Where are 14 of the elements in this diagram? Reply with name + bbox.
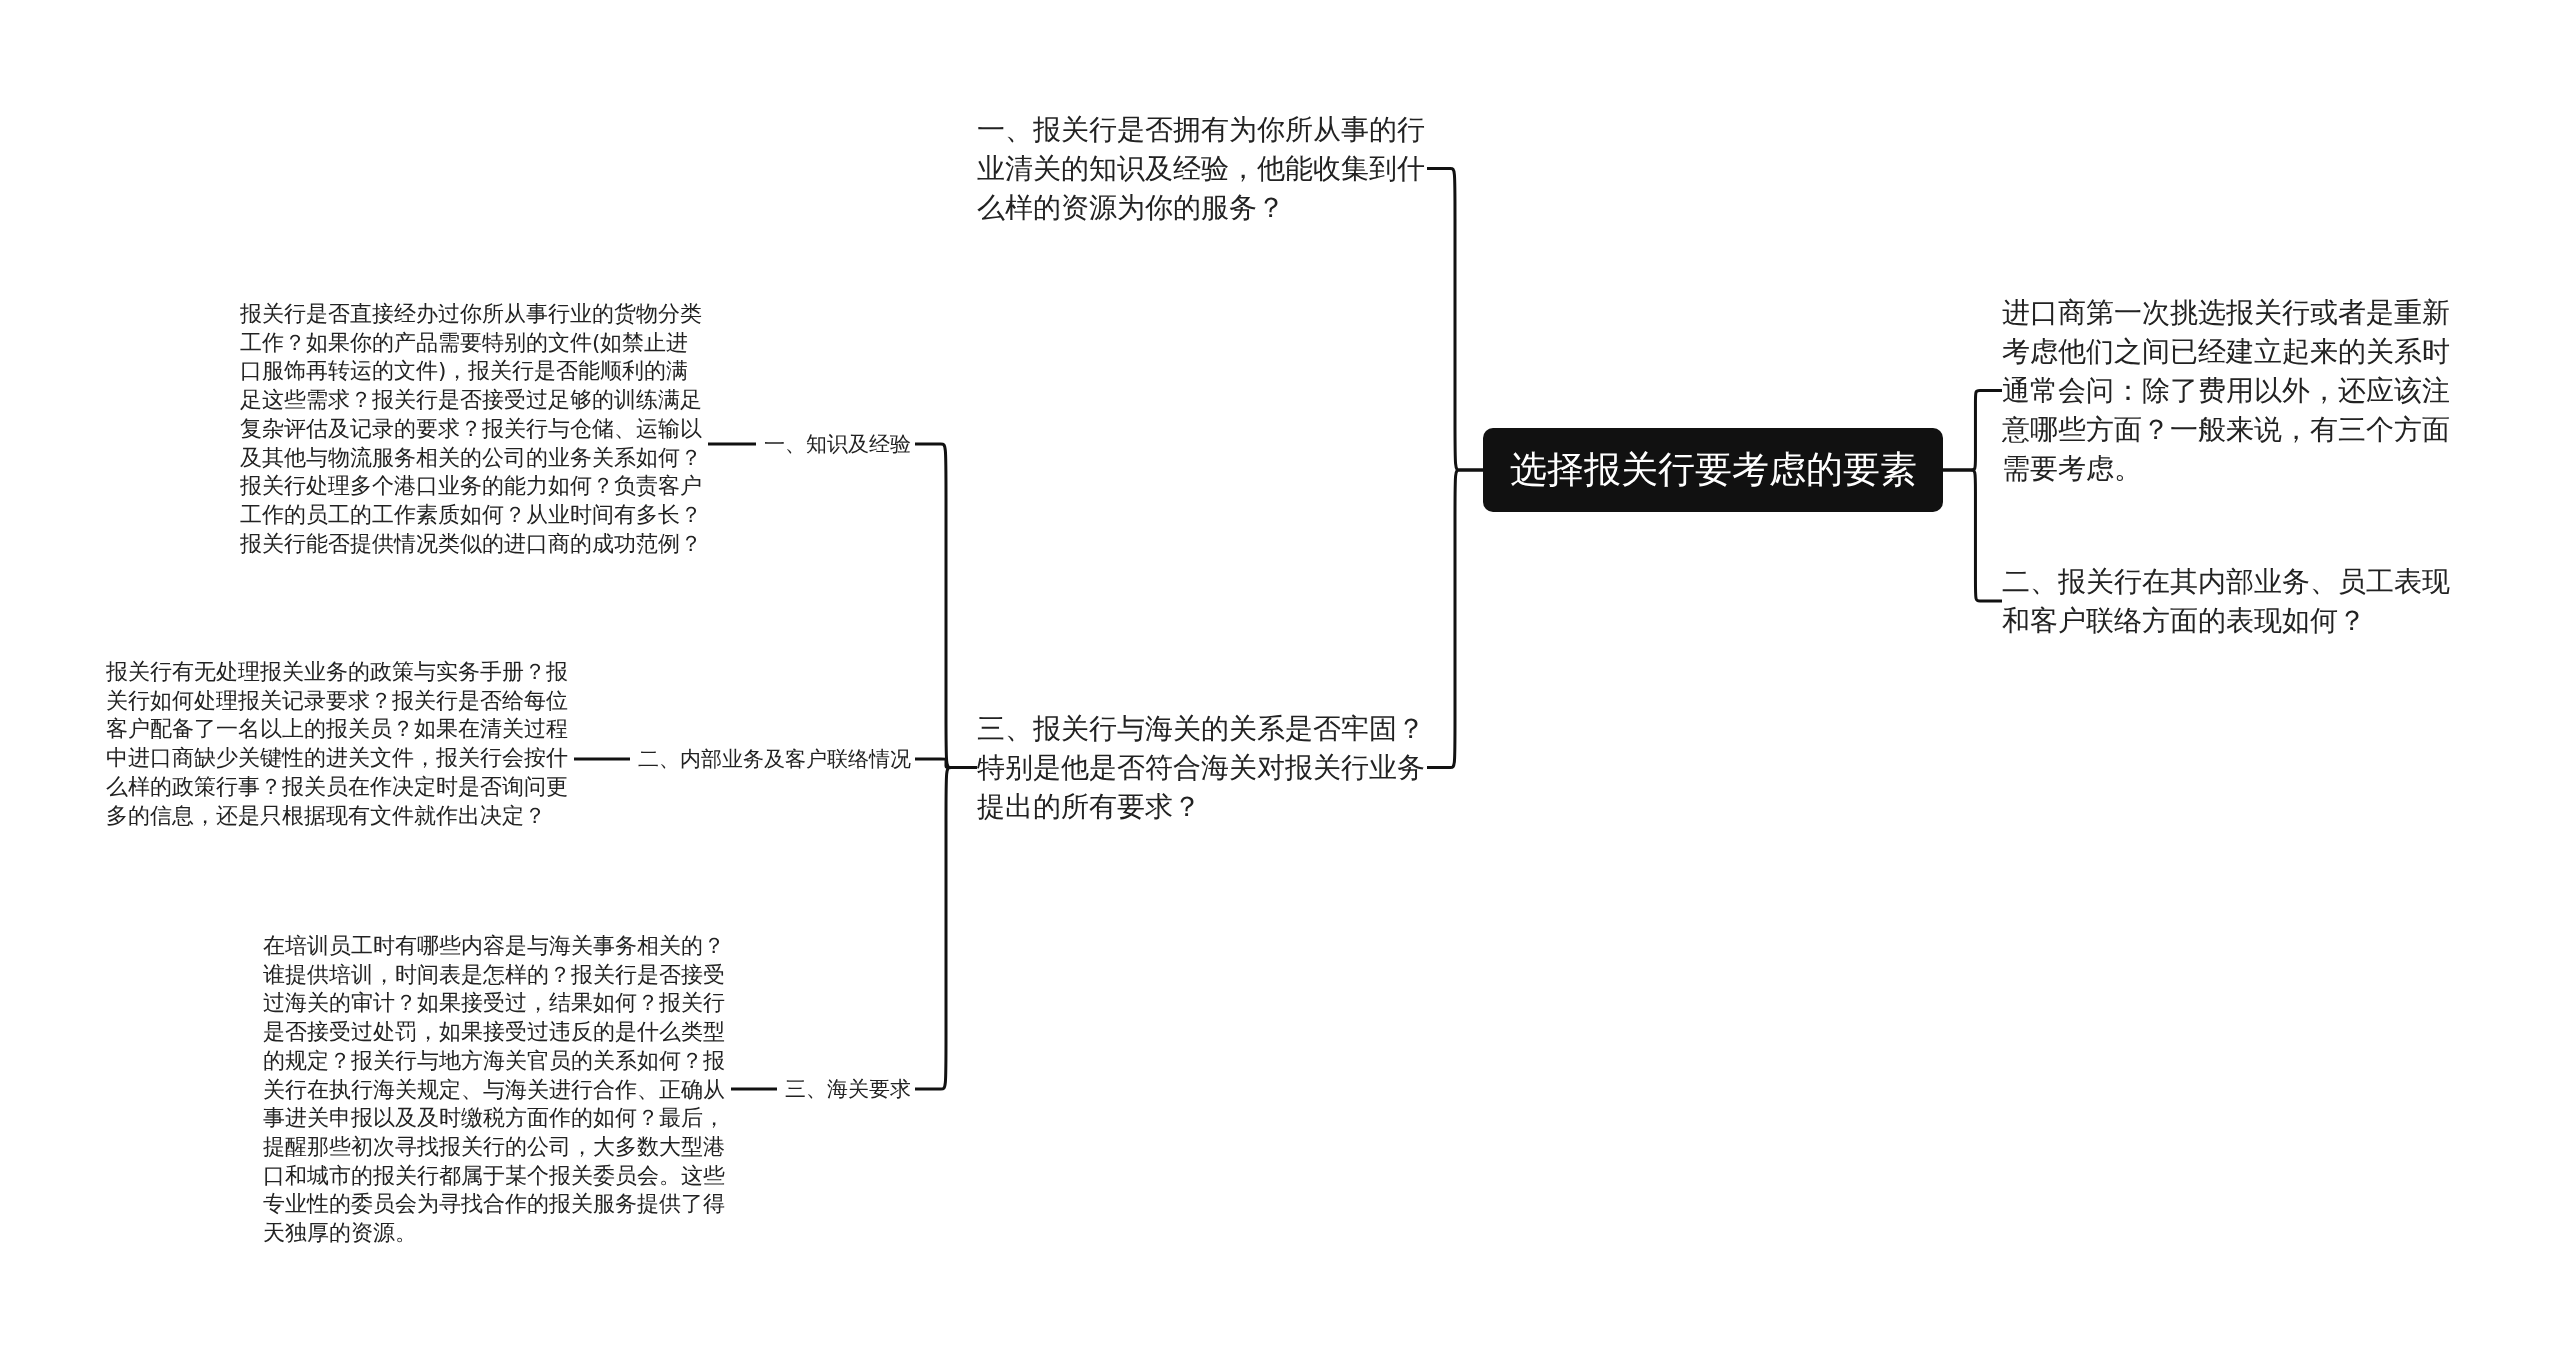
topic-text: 二、报关行在其内部业务、员工表现和客户联络方面的表现如何？ bbox=[2002, 562, 2452, 640]
subtopic-label: 三、海关要求 bbox=[770, 1075, 915, 1103]
topic-text: 进口商第一次挑选报关行或者是重新考虑他们之间已经建立起来的关系时通常会问：除了费用以外，还应该注意哪些方面？一般来说，有三个方面需要考虑。 bbox=[2002, 293, 2452, 488]
subtopic-label: 二、内部业务及客户联络情况 bbox=[610, 745, 915, 773]
connector-line bbox=[574, 757, 630, 761]
detail-text: 报关行是否直接经办过你所从事行业的货物分类工作？如果你的产品需要特别的文件(如禁止进口服饰再转运的文件)，报关行是否能顺利的满足这些需求？报关行是否接受过足够的训练满足复杂评估及记录的要求？报关行与仓储、运输以及其他与物流服务相关的公司的业务关系如何？报关行处理多个港口业务的能力如何？负责客户工作的员工的工作素质如何？从业时间有多长？报关行能否提供情况类似的进口商的成功范例？ bbox=[240, 300, 702, 559]
connector-line bbox=[731, 1087, 777, 1091]
detail-text: 报关行有无处理报关业务的政策与实务手册？报关行如何处理报关记录要求？报关行是否给每位客户配备了一名以上的报关员？如果在清关过程中进口商缺少关键性的进关文件，报关行会按什么样的政策行事？报关员在作决定时是否询问更多的信息，还是只根据现有文件就作出决定？ bbox=[106, 658, 568, 831]
subtopic-label: 一、知识及经验 bbox=[745, 430, 915, 458]
topic-text: 三、报关行与海关的关系是否牢固？特别是他是否符合海关对报关行业务提出的所有要求？ bbox=[977, 709, 1427, 826]
detail-text: 在培训员工时有哪些内容是与海关事务相关的？谁提供培训，时间表是怎样的？报关行是否接受过海关的审计？如果接受过，结果如何？报关行是否接受过处罚，如果接受过违反的是什么类型的规定？报关行与地方海关官员的关系如何？报关行在执行海关规定、与海关进行合作、正确从事进关申报以及及时缴税方面作的如何？最后，提醒那些初次寻找报关行的公司，大多数大型港口和城市的报关行都属于某个报关委员会。这些专业性的委员会为寻找合作的报关服务提供了得天独厚的资源。 bbox=[263, 932, 725, 1248]
central-topic: 选择报关行要考虑的要素 bbox=[1483, 428, 1943, 512]
connector-line bbox=[708, 442, 756, 446]
topic-text: 一、报关行是否拥有为你所从事的行业清关的知识及经验，他能收集到什么样的资源为你的服务？ bbox=[977, 110, 1427, 227]
